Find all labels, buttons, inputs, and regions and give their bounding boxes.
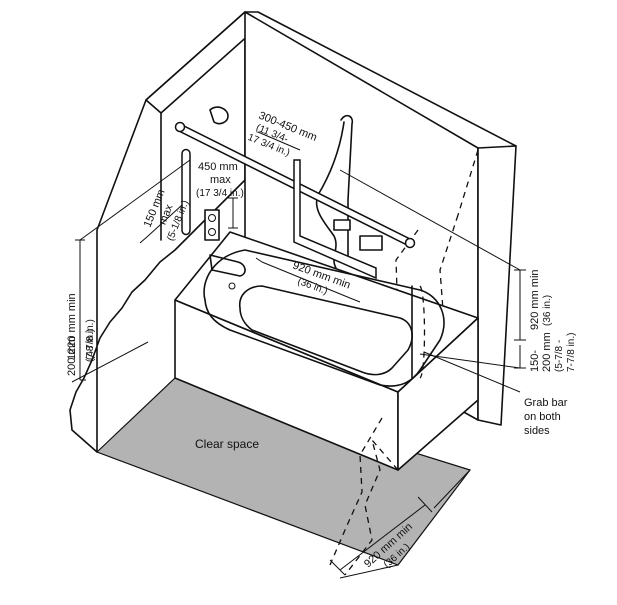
- grab-bar-side-hidden-back: [419, 285, 426, 379]
- bathtub-spout: [209, 254, 246, 277]
- shower-head: [209, 106, 229, 125]
- dim-150-200-in-1: (5-7/8 -: [554, 340, 565, 372]
- grab-bar-label-2: on both: [524, 411, 561, 423]
- clear-space-label: Clear space: [195, 437, 259, 451]
- grab-bar-vertical-back: [293, 159, 377, 280]
- left-wall: [69, 11, 246, 453]
- grab-bar-label-1: Grab bar: [524, 397, 568, 409]
- dim-450-vertical-line: [228, 197, 238, 229]
- dim-150-200-in-2: 7-7/8 in.): [566, 333, 577, 372]
- dim-200-group: 200 mm (7-7/8 in.): [66, 319, 96, 376]
- dim-150-200-side-line: [419, 345, 526, 369]
- dim-150-200-side-in-group: (5-7/8 - 7-7/8 in.): [554, 333, 577, 372]
- right-wall-hidden-edge-3: [457, 149, 479, 216]
- dim-450-in: (17 3/4 in.): [196, 188, 244, 199]
- dim-1220-mm: 1220 mm min: [66, 293, 78, 360]
- dim-1220-line: [75, 159, 191, 380]
- grab-bar-flange-right: [404, 237, 416, 249]
- shower-slide-bracket: [333, 219, 351, 231]
- dim-920-side-mm: 920 mm min: [529, 269, 541, 330]
- bathtub-basin-inner: [238, 285, 413, 376]
- dim-150-200-mm-2: 200 mm: [541, 332, 553, 372]
- grab-bar-leader: [423, 351, 521, 393]
- right-wall: [477, 145, 517, 426]
- grab-bar-vertical-end: [181, 148, 191, 236]
- dim-200-in: (7-7/8 in.): [85, 319, 96, 362]
- dim-150-line: [139, 204, 183, 244]
- dim-clear-depth-line: [329, 469, 471, 579]
- dim-920-side-line: [339, 169, 526, 341]
- dim-200-mm: 200 mm: [66, 336, 78, 376]
- dim-920-side-group: 920 mm min (36 in.): [529, 269, 553, 330]
- dim-300-450-line: [257, 131, 301, 151]
- grab-bar-label-3: sides: [524, 425, 550, 437]
- bathtub-hidden-edge-back: [329, 417, 383, 566]
- dim-920-tub-line: [255, 257, 361, 303]
- bathtub-end: [397, 317, 479, 471]
- right-wall-top-edge: [244, 11, 517, 147]
- faucet-knob-2: [208, 228, 216, 236]
- grab-bar-flange-left: [174, 121, 186, 133]
- dim-450-mm-1: 450 mm: [198, 161, 238, 173]
- soap-dish: [359, 235, 383, 251]
- dim-150-200-side-group: 150- 200 mm: [529, 332, 553, 372]
- dim-920-side-in: (36 in.): [542, 295, 553, 326]
- dim-450-mm-2: max: [210, 174, 231, 186]
- dim-200-line: [71, 341, 149, 383]
- dim-150-200-mm-1: 150-: [529, 350, 541, 372]
- shower-holder: [340, 114, 354, 259]
- faucet-knob-1: [208, 214, 216, 222]
- bathtub-hidden-edge-front: [344, 439, 399, 576]
- dim-1220-in: (48 in.): [85, 329, 96, 360]
- dim-1220-group: 1220 mm min (48 in.): [66, 293, 96, 360]
- bathtub-drain: [228, 282, 236, 290]
